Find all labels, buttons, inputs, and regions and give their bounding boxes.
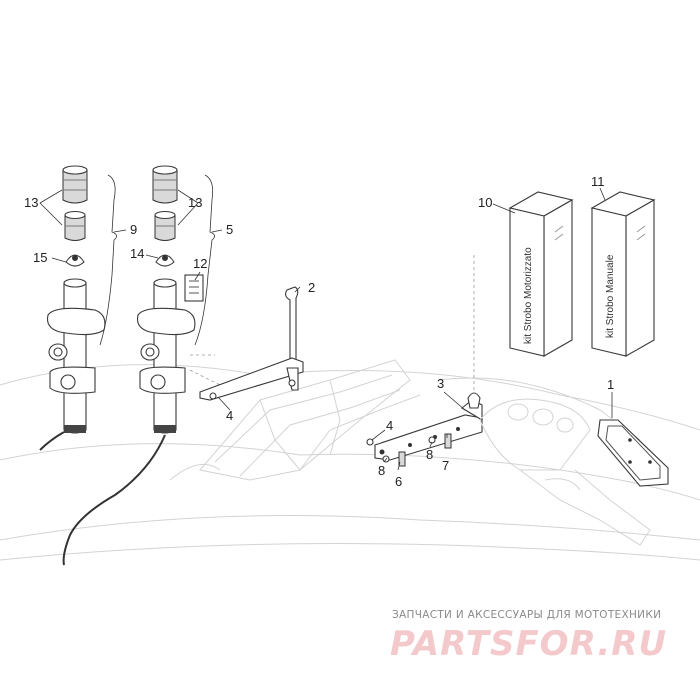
callout-15: 15 [33, 250, 47, 265]
lens-cap-small-left [64, 210, 86, 241]
lens-cap-large-right [152, 165, 178, 204]
watermark-subtitle: ЗАПЧАСТИ И АКСЕССУАРЫ ДЛЯ МОТОТЕХНИКИ [392, 609, 661, 621]
callout-13-left: 13 [24, 195, 38, 210]
callout-2: 2 [308, 280, 315, 295]
callout-10: 10 [478, 195, 492, 210]
kit-box-manual: kit Strobo Manuale [590, 191, 656, 357]
lens-cap-large-left [62, 165, 88, 204]
kit-label-motorized: kit Strobo Motorizzato [523, 247, 534, 344]
brace-group-9 [99, 174, 117, 346]
brace-group-5 [194, 174, 215, 346]
watermark-logo: PARTSFOR.RU [390, 624, 667, 664]
rear-frame-section [479, 398, 651, 546]
clamp-bracket-right [136, 307, 196, 394]
kit-box-motorized: kit Strobo Motorizzato [508, 191, 574, 357]
strobe-cable [62, 434, 166, 566]
watermark: ЗАПЧАСТИ И АКСЕССУАРЫ ДЛЯ МОТОТЕХНИКИ PA… [390, 609, 667, 664]
antenna-mount [467, 392, 481, 409]
motorcycle-frame-outline [0, 359, 700, 561]
callout-8-left: 8 [378, 463, 385, 478]
strobe-tube-left [63, 278, 87, 434]
kit-label-manual: kit Strobo Manuale [605, 254, 616, 338]
callout-3: 3 [437, 376, 444, 391]
projection-lines [189, 255, 475, 398]
leader-lines [39, 187, 613, 471]
license-plate-bracket [597, 419, 669, 487]
connector-plate [184, 274, 204, 302]
callout-6: 6 [395, 474, 402, 489]
strobe-assembly-right [62, 165, 204, 566]
callout-9: 9 [130, 222, 137, 237]
bulb-socket-left [65, 254, 85, 267]
callout-13-right: 13 [188, 195, 202, 210]
callout-labels: 13 13 15 14 12 9 5 2 4 4 3 8 8 6 7 10 11… [24, 174, 614, 489]
callout-12: 12 [193, 256, 207, 271]
callout-8-right: 8 [426, 447, 433, 462]
callout-11: 11 [591, 174, 605, 189]
callout-1: 1 [607, 377, 614, 392]
callout-4-right: 4 [386, 418, 393, 433]
bulb-socket-right [155, 254, 175, 267]
callout-4-left: 4 [226, 408, 233, 423]
strobe-assembly-left [39, 165, 106, 451]
lens-cap-small-right [154, 210, 176, 241]
callout-7: 7 [442, 458, 449, 473]
callout-5: 5 [226, 222, 233, 237]
callout-14: 14 [130, 246, 144, 261]
support-bracket [199, 286, 304, 401]
